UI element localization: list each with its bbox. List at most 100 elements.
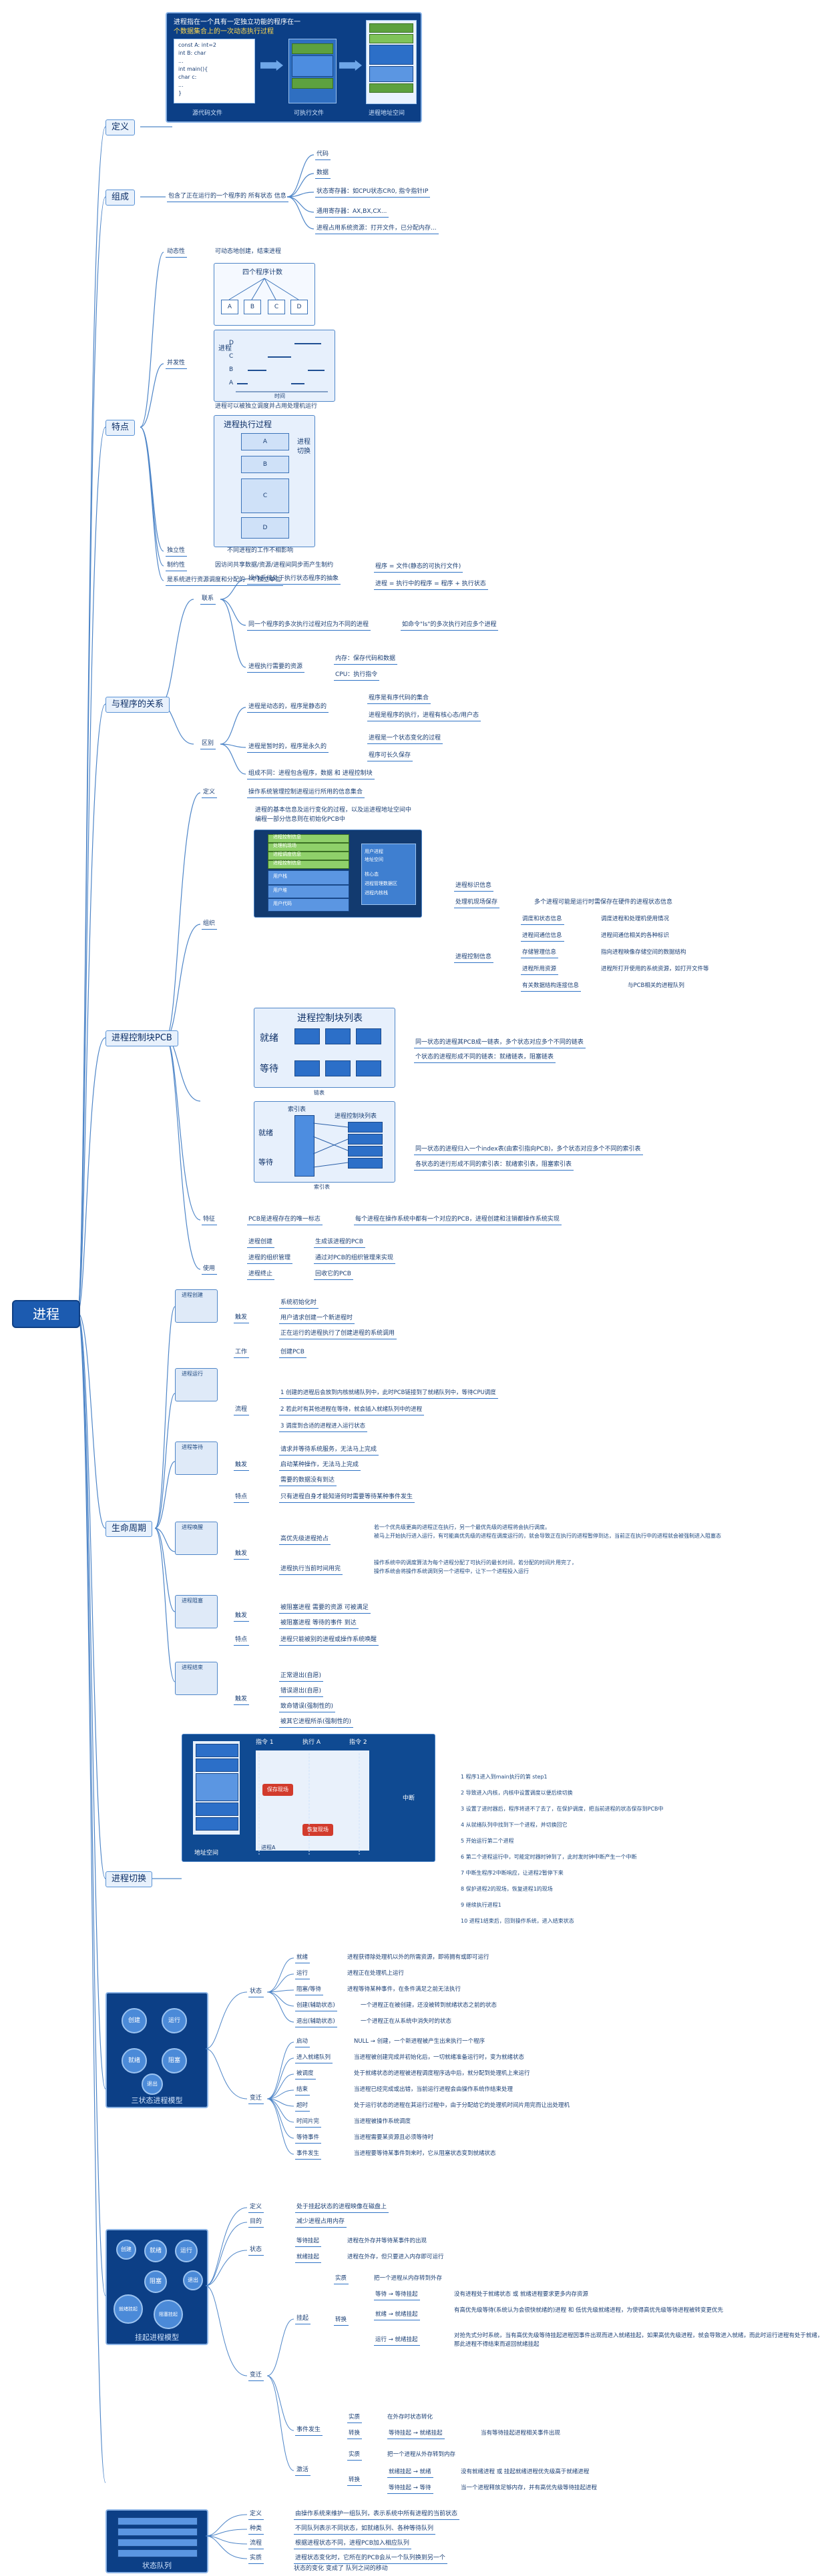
three-state-trans-desc: 当进程要等待某事件到来时，它从阻塞状态变到就绪状态 bbox=[354, 2150, 496, 2157]
queue-extra: 状态的变化 变成了 队列之间的移动 bbox=[294, 2565, 388, 2572]
relation-link-sub: 进程 = 执行中的程序 = 程序 + 执行状态 bbox=[374, 580, 488, 590]
composition-item: 数据 bbox=[315, 169, 331, 179]
queue-panel: 状态队列 bbox=[106, 2509, 208, 2573]
index-target bbox=[348, 1122, 383, 1133]
pcb-control-item: 存储管理信息 bbox=[521, 948, 559, 958]
suspend-suspend: 挂起 bbox=[295, 2314, 311, 2324]
three-state-desc: 进程正在处理机上运行 bbox=[347, 1970, 405, 1977]
pcb-index-desc: 同一状态的进程归入一个index表(由索引指向PCB)，多个状态对应多个不同的索… bbox=[414, 1145, 643, 1155]
relation-link-sub: 程序 = 文件(静态的可执行文件) bbox=[374, 563, 463, 573]
switch-timeline: 保存现场 恢复现场 进程A bbox=[256, 1750, 369, 1851]
life-end-trigger: 触发 bbox=[234, 1695, 250, 1705]
exe-segment bbox=[292, 55, 333, 77]
pcb-info-title: 进程标识信息 bbox=[454, 882, 494, 892]
wait-thumb bbox=[175, 1441, 218, 1475]
branch-pcb[interactable]: 进程控制块PCB bbox=[106, 1030, 178, 1046]
suspend-sub-desc: 把一个进程从内存转到外存 bbox=[374, 2275, 443, 2282]
life-block-trigger: 触发 bbox=[234, 1612, 250, 1622]
index-target bbox=[348, 1146, 383, 1157]
queue-item: 种类 bbox=[248, 2525, 264, 2535]
restore-state-badge: 恢复现场 bbox=[302, 1824, 333, 1836]
mem-side-label: 进程内核栈 bbox=[365, 890, 388, 896]
suspend-mem-item: 等待挂起 → 就绪挂起 bbox=[387, 2429, 445, 2439]
branch-relation[interactable]: 与程序的关系 bbox=[106, 697, 170, 713]
life-create-work: 工作 bbox=[234, 1348, 250, 1358]
state-node: 运行 bbox=[162, 2008, 187, 2033]
feature-independent: 独立性 bbox=[166, 547, 188, 557]
suspend-sub: 运行 → 就绪挂起 bbox=[374, 2336, 420, 2346]
suspend-goal-desc: 减少进程占用内存 bbox=[295, 2218, 347, 2228]
queue-item: 实质 bbox=[248, 2554, 264, 2564]
feature-dynamic-desc: 可动态地创建，结束进程 bbox=[215, 248, 282, 255]
switch-step: 1 程序1进入到main执行的第 step1 bbox=[461, 1774, 548, 1780]
switch-panel-label: 指令 2 bbox=[349, 1739, 367, 1746]
branch-features[interactable]: 特点 bbox=[106, 420, 136, 436]
composition-item: 状态寄存器：如CPU状态CR0, 指令指针IP bbox=[315, 188, 431, 198]
branch-definition[interactable]: 定义 bbox=[106, 119, 136, 135]
life-wait-feature-desc: 只有进程自身才能知道何时需要等待某种事件发生 bbox=[279, 1493, 415, 1503]
three-state-item: 阻塞/等待 bbox=[295, 1985, 323, 1995]
pcb-cpu-state: 处理机现场保存 bbox=[454, 898, 500, 908]
index-label: 进程控制块列表 bbox=[335, 1113, 377, 1120]
pcb-note: 编程一部分信息则在初始化PCB中 bbox=[255, 816, 345, 823]
pc-node: B bbox=[244, 300, 261, 314]
block-thumb bbox=[175, 1595, 218, 1628]
pcb-use-desc: 生成该进程的PCB bbox=[314, 1238, 365, 1248]
three-state-trans-item: 进入就绪队列 bbox=[295, 2053, 333, 2063]
pcb-linked-list-figure: 进程控制块列表 就绪 等待 bbox=[254, 1008, 395, 1088]
suspend-node: 阻塞挂起 bbox=[154, 2300, 183, 2329]
arrow-right-icon bbox=[260, 60, 283, 71]
queue-row bbox=[118, 2517, 198, 2525]
switch-mem-seg bbox=[196, 1803, 238, 1816]
life-create-trigger: 触发 bbox=[234, 1313, 250, 1323]
switch-step: 6 第二个进程运行中，可能定时器时钟到了，此时发时钟中断产生一个中断 bbox=[461, 1854, 637, 1860]
life-wake-trigger: 触发 bbox=[234, 1550, 250, 1560]
suspend-active-item: 转换 bbox=[347, 2476, 363, 2486]
mem-side-label: 用户进程 bbox=[365, 849, 383, 854]
exec-block: B bbox=[241, 456, 289, 473]
mem-label: 用户代码 bbox=[273, 901, 292, 906]
definition-line1: 进程指在一个具有一定独立功能的程序在一 bbox=[174, 19, 300, 26]
life-create: 进程创建 bbox=[182, 1292, 203, 1298]
exec-block: D bbox=[241, 517, 289, 539]
list-node bbox=[325, 1060, 351, 1076]
relation-diff-sub: 进程是一个状态变化的过程 bbox=[367, 734, 443, 744]
mem-label: 用户堆 bbox=[273, 888, 287, 893]
pcb-use-item: 进程的组织管理 bbox=[247, 1254, 293, 1264]
mem-label: 处理机现场 bbox=[273, 843, 296, 848]
suspend-sub-desc: 没有进程处于就绪状态 或 就绪进程要求更多内存资源 bbox=[454, 2291, 588, 2298]
suspend-state-desc: 进程在外存并等待某事件的出现 bbox=[347, 2238, 427, 2244]
life-wake-desc-detail: 操作系统会将操作系统调到另一个进程中，让下一个进程投入运行 bbox=[374, 1568, 529, 1574]
mem-label: 进程调度信息 bbox=[273, 852, 301, 857]
relation-diff-item: 进程是动态的，程序是静态的 bbox=[247, 703, 329, 713]
switch-mem-seg bbox=[196, 1744, 238, 1757]
pcb-feature: 特征 bbox=[202, 1215, 218, 1225]
suspend-node: 创建 bbox=[116, 2240, 136, 2260]
relation-link-sub: CPU：执行指令 bbox=[334, 671, 380, 681]
root-node[interactable]: 进程 bbox=[12, 1300, 80, 1328]
relation-link-sub: 内存：保存代码和数据 bbox=[334, 655, 398, 665]
three-state-trans-item: 时间片完 bbox=[295, 2118, 322, 2128]
life-wake-desc-detail: 操作系统中的调度算法为每个进程分配了可执行的最长时间，若分配的时间片用完了， bbox=[374, 1560, 577, 1566]
pcb-control-item: 进程间通信信息 bbox=[521, 932, 564, 942]
state-node: 退出 bbox=[142, 2073, 163, 2095]
branch-switch[interactable]: 进程切换 bbox=[106, 1871, 153, 1887]
queue-desc: 进程状态变化时，它所在的PCB会从一个队列换到另一个 bbox=[294, 2554, 447, 2564]
life-run-item: 3 调度到合适的进程进入运行状态 bbox=[279, 1422, 368, 1432]
timeline-row: A bbox=[229, 380, 234, 386]
state-node: 就绪 bbox=[122, 2048, 147, 2073]
suspend-state-desc: 进程在外存，但只要进入内存即可运行 bbox=[347, 2254, 444, 2260]
three-state-trans-item: 超时 bbox=[295, 2102, 310, 2112]
branch-lifecycle[interactable]: 生命周期 bbox=[106, 1521, 153, 1537]
mem-seg bbox=[268, 898, 349, 912]
relation-diff-sub: 进程是程序的执行，进程有核心态/用户态 bbox=[367, 711, 481, 721]
linked-list-label: 链表 bbox=[314, 1090, 325, 1096]
suspend-sub: 实质 bbox=[334, 2274, 349, 2284]
timeline-row: B bbox=[229, 366, 234, 373]
branch-composition[interactable]: 组成 bbox=[106, 190, 136, 206]
suspend-node: 阻塞 bbox=[144, 2270, 167, 2293]
wake-thumb bbox=[175, 1522, 218, 1555]
mem-seg bbox=[268, 843, 349, 852]
